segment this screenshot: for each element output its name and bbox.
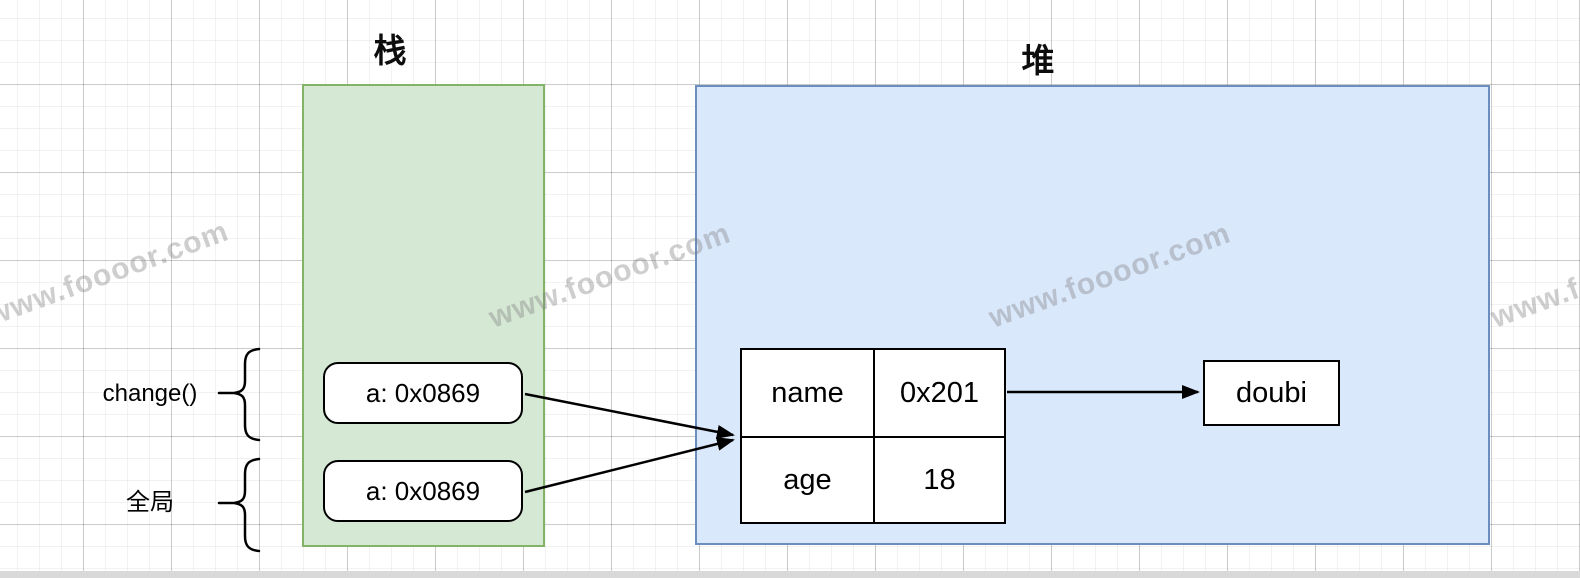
referenced-value-text: doubi <box>1236 376 1307 409</box>
stack-variable-box-global: a: 0x0869 <box>323 460 523 522</box>
table-cell-field-age: age <box>742 436 873 522</box>
table-cell-field-name: name <box>771 376 844 409</box>
page-bottom-edge <box>0 571 1580 578</box>
referenced-value-box: doubi <box>1203 360 1340 426</box>
stack-variable-text: a: 0x0869 <box>365 475 481 506</box>
watermark: www.foooor.com <box>0 214 234 333</box>
brace-change-frame <box>217 347 261 442</box>
table-cell-value-age: 18 <box>873 436 1004 522</box>
watermark: www.foooor.com <box>1486 216 1580 335</box>
heap-object-table: name 0x201 age 18 <box>740 348 1006 524</box>
heap-title: 堆 <box>1021 42 1055 79</box>
stack-variable-box-change: a: 0x0869 <box>323 362 523 424</box>
frame-label-global: 全局 <box>126 489 174 516</box>
stack-title: 栈 <box>373 32 407 69</box>
stack-variable-text: a: 0x0869 <box>365 377 481 408</box>
frame-label-change: change() <box>102 380 198 407</box>
brace-global-frame <box>217 457 261 553</box>
table-cell-value-name: 0x201 <box>873 350 1004 436</box>
